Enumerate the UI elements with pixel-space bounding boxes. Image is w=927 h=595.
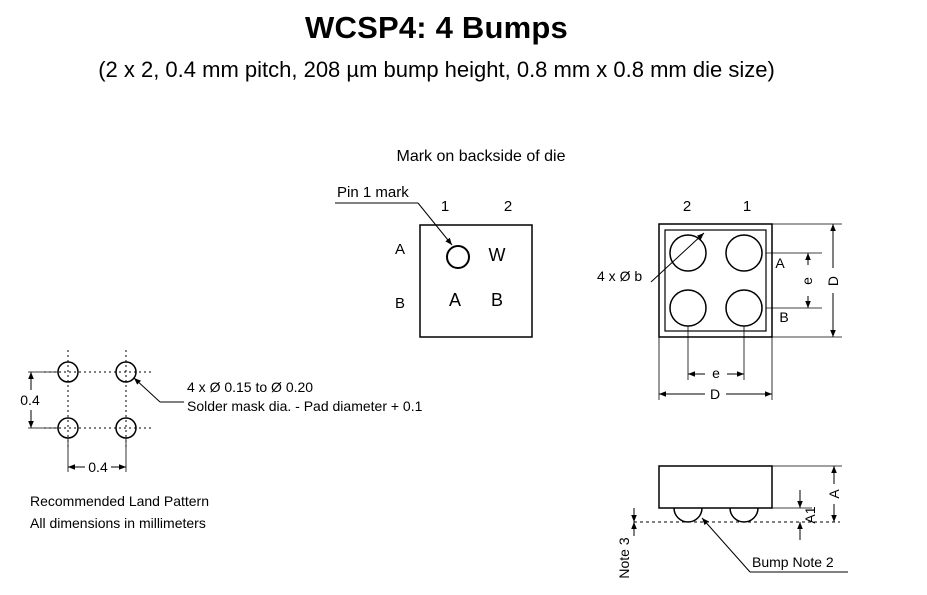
pin1-leader-arrow	[417, 202, 453, 246]
dim-a1-label: A1	[802, 506, 818, 523]
bump-note-label: Bump Note 2	[752, 554, 834, 570]
page-title: WCSP4: 4 Bumps	[305, 10, 568, 45]
bottom-row-label-b: B	[779, 309, 788, 325]
bottom-die-outer	[658, 223, 773, 338]
top-col-label-1: 1	[441, 198, 449, 215]
bump-a1	[725, 234, 763, 272]
bump-note-leader	[701, 517, 751, 573]
side-view: A A1 Note 3 Bump Note 2	[616, 465, 848, 579]
page-subtitle: (2 x 2, 0.4 mm pitch, 208 µm bump height…	[98, 57, 775, 82]
land-pitch-v-label: 0.4	[20, 392, 40, 408]
bottom-col-label-1: 1	[743, 198, 751, 215]
side-bump-left	[673, 507, 703, 523]
land-callout-line1: 4 x Ø 0.15 to Ø 0.20	[187, 379, 313, 395]
land-callout-leader-arrow	[133, 377, 161, 403]
top-row-label-a: A	[395, 241, 405, 258]
land-callout-line2: Solder mask dia. - Pad diameter + 0.1	[187, 398, 423, 414]
land-note-line1: Recommended Land Pattern	[30, 493, 209, 509]
mark-a: A	[449, 290, 461, 310]
dim-d-horiz-label: D	[710, 386, 720, 402]
bump-callout-label: 4 x Ø b	[597, 268, 642, 284]
bump-callout-leader	[650, 232, 705, 283]
dim-e-vert-label: e	[799, 277, 815, 285]
bump-a2	[669, 234, 707, 272]
bump-b2	[669, 289, 707, 327]
bottom-die-inner	[664, 229, 767, 332]
top-die-outline	[419, 224, 533, 338]
pin1-mark-circle	[446, 245, 470, 269]
dim-a-label: A	[826, 489, 842, 499]
bottom-view: 2 1 A B 4 x Ø b e D e D	[597, 198, 842, 402]
dim-d-vert-label: D	[825, 276, 841, 286]
land-pitch-h-label: 0.4	[88, 459, 108, 475]
mark-b: B	[491, 290, 503, 310]
top-row-label-b: B	[395, 295, 405, 312]
land-pattern: 0.4 0.4 4 x Ø 0.15 to Ø 0.20 Solder mask…	[20, 350, 423, 531]
land-pad-a2	[115, 361, 137, 383]
top-view-caption: Mark on backside of die	[397, 148, 566, 165]
side-die-body	[658, 465, 773, 509]
note3-label: Note 3	[616, 537, 632, 578]
top-col-label-2: 2	[504, 198, 512, 215]
bottom-row-label-a: A	[775, 255, 785, 271]
dim-e-horiz-label: e	[712, 365, 720, 381]
side-bump-right	[729, 507, 759, 523]
mark-w: W	[489, 245, 506, 265]
pin1-mark-label: Pin 1 mark	[337, 184, 409, 201]
bump-b1	[725, 289, 763, 327]
top-view: Mark on backside of die Pin 1 mark 1 2 A…	[335, 148, 566, 338]
bottom-col-label-2: 2	[683, 198, 691, 215]
land-note-line2: All dimensions in millimeters	[30, 515, 206, 531]
